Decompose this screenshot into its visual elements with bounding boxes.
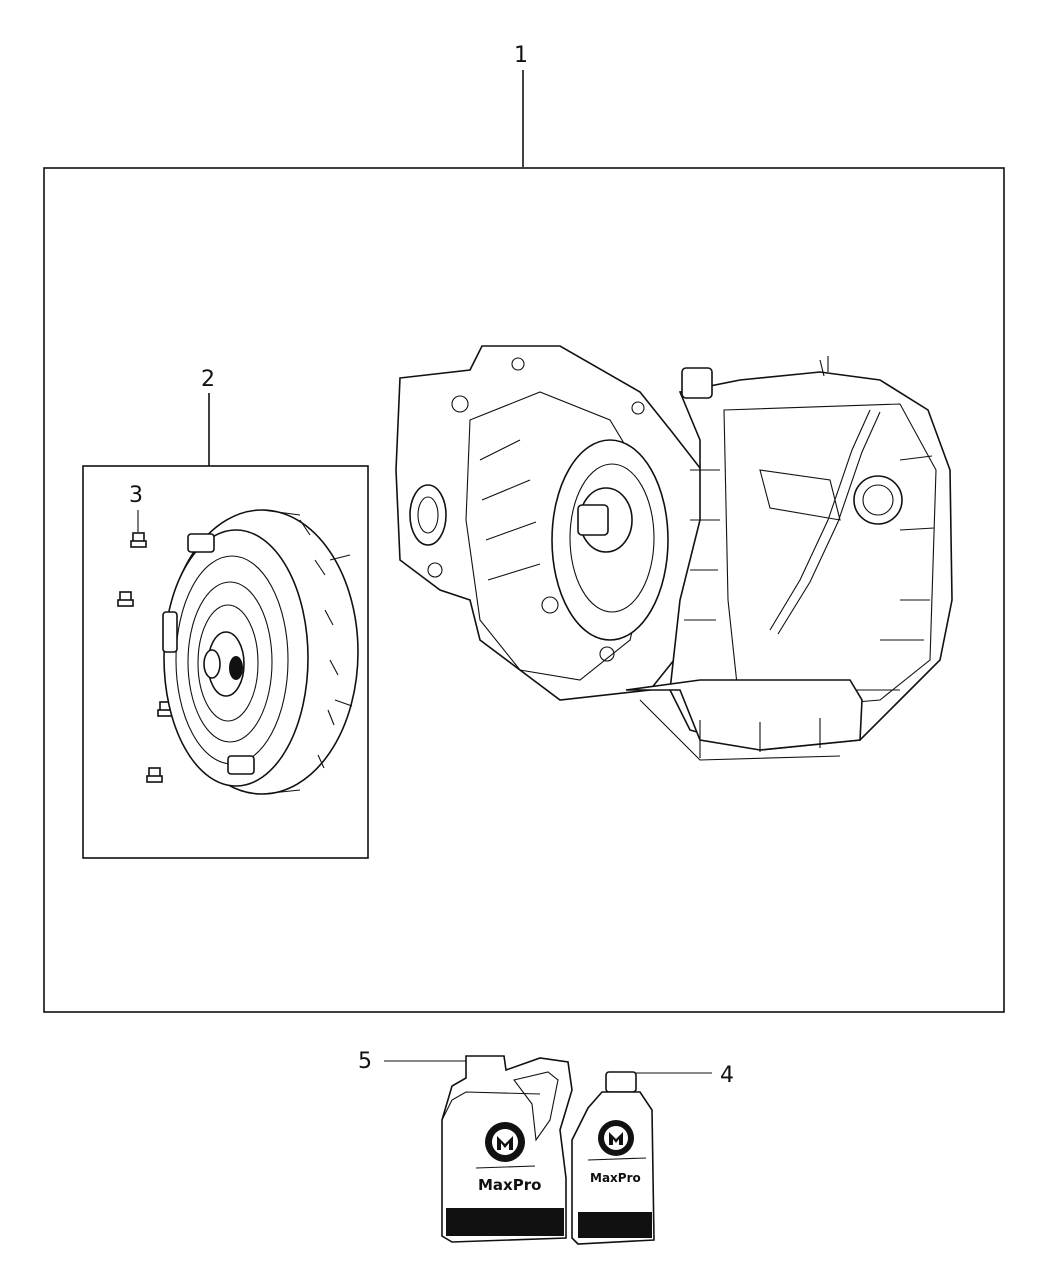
callout-2: 2 bbox=[201, 367, 215, 392]
torque-converter-box bbox=[82, 465, 369, 859]
callout-1: 1 bbox=[514, 43, 528, 68]
callout-3: 3 bbox=[129, 483, 143, 508]
torque-converter-icon bbox=[162, 509, 359, 795]
callout-4: 4 bbox=[720, 1063, 734, 1088]
bolt-icon bbox=[146, 767, 163, 783]
bolt-icon bbox=[117, 591, 134, 607]
bolt-icon bbox=[130, 532, 147, 548]
bottle-brand-label: MaxPro bbox=[590, 1171, 641, 1185]
fluid-bottle-icon: MaxPro bbox=[571, 1071, 655, 1245]
jug-brand-label: MaxPro bbox=[478, 1176, 541, 1194]
transmission-group-box bbox=[43, 167, 1005, 1013]
fluid-jug-icon: MaxPro bbox=[441, 1055, 573, 1243]
callout-5: 5 bbox=[358, 1049, 372, 1074]
transmission-assembly-icon bbox=[395, 345, 953, 761]
